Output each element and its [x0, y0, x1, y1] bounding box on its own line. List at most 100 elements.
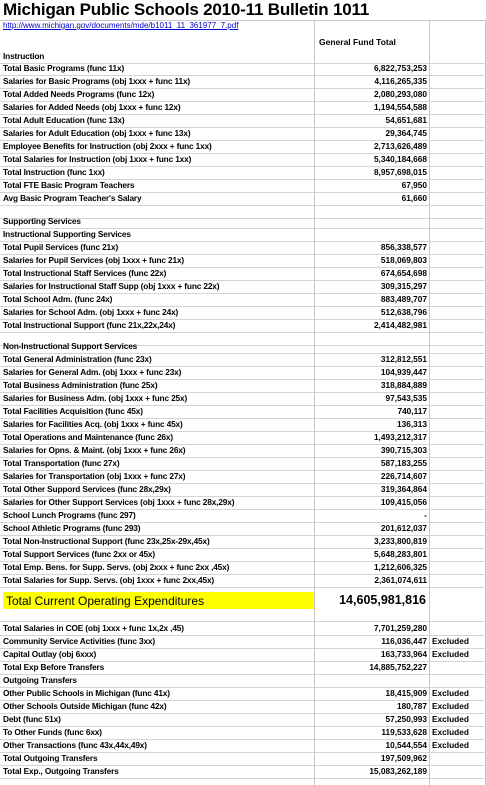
- row-note: Excluded: [432, 714, 469, 724]
- row-label: Total Other Suppord Services (func 28x,2…: [3, 484, 171, 494]
- table-row: Total Other Suppord Services (func 28x,2…: [0, 483, 486, 497]
- row-note: Excluded: [432, 649, 469, 659]
- row-value: 14,885,752,227: [369, 662, 427, 672]
- row-value: 856,338,577: [380, 242, 427, 252]
- row-value: 2,361,074,611: [374, 575, 427, 585]
- row-value: 6,822,753,253: [373, 63, 427, 73]
- row-value: 136,313: [397, 419, 427, 429]
- row-label: Total Emp. Bens. for Supp. Servs. (obj 2…: [3, 562, 230, 572]
- row-label: Supporting Services: [3, 216, 81, 226]
- table-row: Total Emp. Bens. for Supp. Servs. (obj 2…: [0, 561, 486, 575]
- table-row: Salaries for Other Support Services (obj…: [0, 496, 486, 510]
- row-label: Outgoing Transfers: [3, 675, 77, 685]
- row-label: Salaries for Business Adm. (obj 1xxx + f…: [3, 393, 188, 403]
- row-label: Total FTE Basic Program Teachers: [3, 180, 135, 190]
- row-label: Total School Adm. (func 24x): [3, 294, 113, 304]
- row-label: Total Adult Education (func 13x): [3, 115, 125, 125]
- row-value: 116,036,447: [381, 636, 427, 646]
- column-header: General Fund Total: [319, 37, 396, 47]
- row-value: 8,957,698,015: [373, 167, 427, 177]
- highlight-label: Total Current Operating Expenditures: [6, 594, 205, 608]
- row-label: Total Business Administration (func 25x): [3, 380, 158, 390]
- row-label: Other Schools Outside Michigan (func 42x…: [3, 701, 167, 711]
- row-label: Salaries for Other Support Services (obj…: [3, 497, 235, 507]
- row-value: 883,489,707: [380, 294, 427, 304]
- row-label: Total Exp Before Transfers: [3, 662, 105, 672]
- table-row: Total Salaries in COE (obj 1xxx + func 1…: [0, 622, 486, 636]
- row-value: 180,787: [397, 701, 427, 711]
- row-label: Total Instructional Staff Services (func…: [3, 268, 167, 278]
- table-row: Salaries for Added Needs (obj 1xxx + fun…: [0, 101, 486, 115]
- row-label: Other Public Schools in Michigan (func 4…: [3, 688, 170, 698]
- row-value: 318,884,889: [380, 380, 427, 390]
- table-row: Total Exp Before Transfers 14,885,752,227: [0, 661, 486, 675]
- table-row: [0, 205, 486, 219]
- table-row: Outgoing Transfers: [0, 674, 486, 688]
- table-row: Salaries for General Adm. (obj 1xxx + fu…: [0, 366, 486, 380]
- table-row: Salaries for Adult Education (obj 1xxx +…: [0, 127, 486, 141]
- row-value: 587,183,255: [380, 458, 427, 468]
- row-label: Capital Outlay (obj 6xxx): [3, 649, 97, 659]
- row-label: Total Support Services (func 2xx or 45x): [3, 549, 155, 559]
- row-label: Salaries for Adult Education (obj 1xxx +…: [3, 128, 191, 138]
- row-label: Salaries for School Adm. (obj 1xxx + fun…: [3, 307, 179, 317]
- row-value: 1,194,554,588: [373, 102, 427, 112]
- table-row: Total Instruction (func 1xx)8,957,698,01…: [0, 166, 486, 180]
- table-row: Avg Basic Program Teacher's Salary 61,660: [0, 192, 486, 206]
- row-label: Total Added Needs Programs (func 12x): [3, 89, 155, 99]
- source-link[interactable]: http://www.michigan.gov/documents/mde/b1…: [3, 21, 239, 30]
- table-row: Non-Instructional Support Services: [0, 340, 486, 354]
- table-row: Instruction: [0, 50, 486, 64]
- table-row: Salaries for Opns. & Maint. (obj 1xxx + …: [0, 444, 486, 458]
- table-row: [0, 332, 486, 346]
- row-label: Avg Basic Program Teacher's Salary: [3, 193, 142, 203]
- row-label: Total Operations and Maintenance (func 2…: [3, 432, 173, 442]
- row-value: 3,233,800,819: [373, 536, 427, 546]
- table-row: Community Service Activities (func 3xx) 1…: [0, 635, 486, 649]
- table-row: Total School Adm. (func 24x) 883,489,707: [0, 293, 486, 307]
- table-row: Total Instructional Support (func 21x,22…: [0, 319, 486, 333]
- row-label: Total Pupil Services (func 21x): [3, 242, 119, 252]
- table-row: Debt (func 51x) 57,250,993 Excluded: [0, 713, 486, 727]
- table-row: Total Facilities Acquisition (func 45x)7…: [0, 405, 486, 419]
- row-label: School Lunch Programs (func 297): [3, 510, 136, 520]
- row-label: Total Transportation (func 27x): [3, 458, 120, 468]
- table-row: Salaries for Transportation (obj 1xxx + …: [0, 470, 486, 484]
- row-value: 109,415,056: [380, 497, 427, 507]
- row-value: 674,654,698: [380, 268, 427, 278]
- row-label: Salaries for General Adm. (obj 1xxx + fu…: [3, 367, 182, 377]
- row-label: Salaries for Instructional Staff Supp (o…: [3, 281, 220, 291]
- row-value: 57,250,993: [385, 714, 427, 724]
- table-row: Instructional Supporting Services: [0, 228, 486, 242]
- table-row: Total Basic Programs (func 11x)6,822,753…: [0, 62, 486, 76]
- table-row: Salaries for Pupil Services (obj 1xxx + …: [0, 254, 486, 268]
- row-label: Total Facilities Acquisition (func 45x): [3, 406, 143, 416]
- row-label: To Other Funds (func 6xx): [3, 727, 102, 737]
- table-row: Total Operations and Maintenance (func 2…: [0, 431, 486, 445]
- table-row: Salaries for Business Adm. (obj 1xxx + f…: [0, 392, 486, 406]
- table-row: Total General Administration (func 23x)3…: [0, 353, 486, 367]
- row-value: 1,493,212,317: [373, 432, 427, 442]
- row-value: 5,340,184,668: [373, 154, 427, 164]
- table-row: Total Support Services (func 2xx or 45x)…: [0, 548, 486, 562]
- table-row: Total Added Needs Programs (func 12x) 2,0…: [0, 88, 486, 102]
- row-label: Salaries for Opns. & Maint. (obj 1xxx + …: [3, 445, 186, 455]
- row-value: 15,083,262,189: [369, 766, 427, 776]
- row-label: Debt (func 51x): [3, 714, 61, 724]
- row-note: Excluded: [432, 740, 469, 750]
- table-row: Total Transportation (func 27x) 587,183,2…: [0, 457, 486, 471]
- row-label: Total Non-Instructional Support (func 23…: [3, 536, 210, 546]
- table-row: School Lunch Programs (func 297)-: [0, 509, 486, 523]
- row-value: 2,713,626,489: [373, 141, 427, 151]
- row-label: Community Service Activities (func 3xx): [3, 636, 155, 646]
- table-row: Salaries for Facilities Acq. (obj 1xxx +…: [0, 418, 486, 432]
- row-value: 201,612,037: [380, 523, 427, 533]
- row-value: 61,660: [401, 193, 427, 203]
- row-label: Salaries for Basic Programs (obj 1xxx + …: [3, 76, 191, 86]
- row-note: Excluded: [432, 701, 469, 711]
- row-value: 2,080,293,080: [373, 89, 427, 99]
